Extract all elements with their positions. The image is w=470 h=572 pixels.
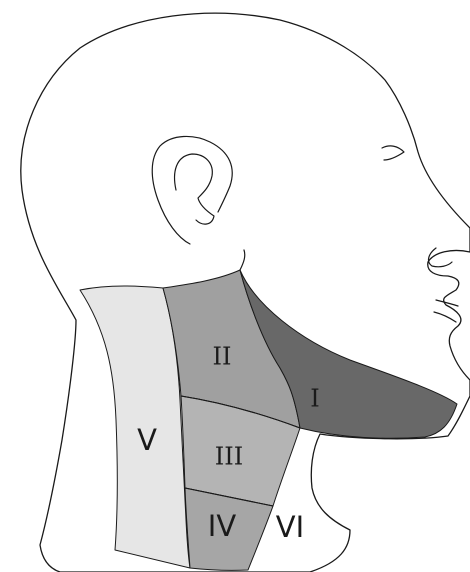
zone-label-v: V	[137, 423, 157, 457]
zone-label-vi: VI	[276, 510, 304, 544]
zone-label-iv: IV	[208, 509, 237, 543]
zone-label-i: I	[310, 385, 319, 413]
zone-label-iii: III	[215, 443, 243, 471]
zone-label-ii: II	[213, 343, 232, 371]
